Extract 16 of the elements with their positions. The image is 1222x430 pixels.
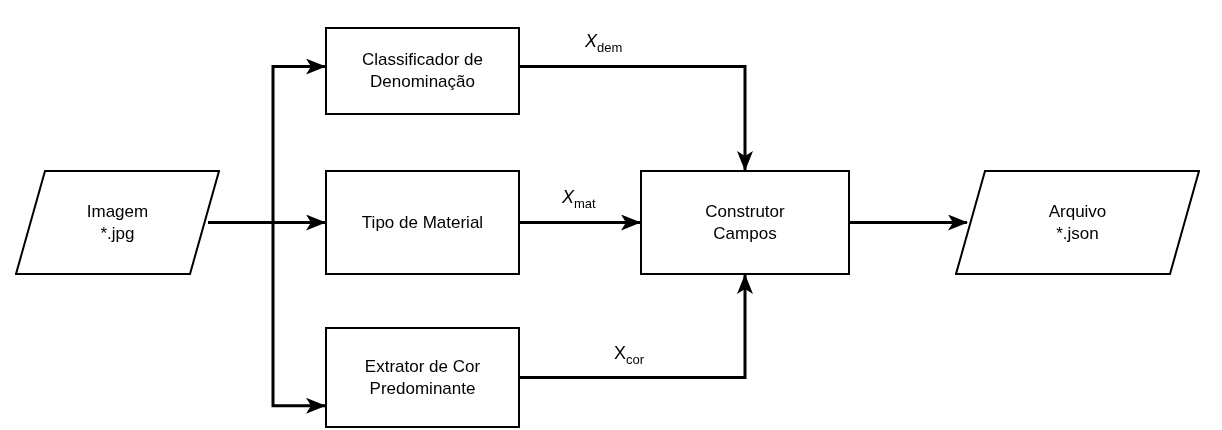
node-label: Classificador de Denominação xyxy=(361,49,484,93)
node-label: Tipo de Material xyxy=(360,211,485,234)
arrow xyxy=(850,214,968,231)
process-box xyxy=(325,170,520,275)
process-box xyxy=(325,327,520,428)
node-label: Extrator de Cor Predominante xyxy=(363,355,482,400)
data-parallelogram xyxy=(15,170,220,275)
data-parallelogram xyxy=(955,170,1200,275)
arrow xyxy=(520,65,753,171)
node-label: Imagem *.jpg xyxy=(85,200,150,245)
node-label: Arquivo *.json xyxy=(1047,200,1108,245)
node-label: Construtor Campos xyxy=(704,200,786,245)
process-box xyxy=(325,27,520,115)
arrow xyxy=(520,214,641,231)
arrow xyxy=(520,274,753,379)
process-box xyxy=(640,170,850,275)
